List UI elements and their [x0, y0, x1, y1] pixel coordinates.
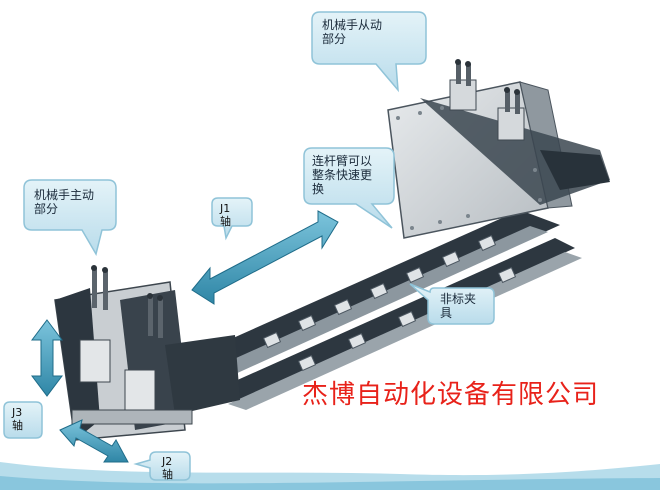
label-j2 — [133, 451, 191, 481]
callout-link-text: 连杆臂可以 整条快速更 换 — [312, 154, 373, 196]
j1-label: J1 轴 — [220, 202, 231, 228]
callout-slave — [311, 11, 427, 93]
callout-fixture — [409, 283, 495, 325]
callout-master — [23, 179, 117, 256]
j2-arrow — [59, 419, 129, 463]
callout-slave-text: 机械手从动 部分 — [322, 18, 383, 46]
master-arm-assembly — [54, 265, 240, 441]
label-j1 — [211, 197, 253, 241]
slave-arm-assembly — [387, 59, 610, 239]
callout-fixture-text: 非标夹 具 — [440, 292, 477, 320]
callout-master-text: 机械手主动 部分 — [34, 188, 95, 216]
callout-link — [303, 147, 395, 229]
label-j3 — [3, 401, 43, 439]
j1-arrow — [191, 210, 339, 305]
j2-label: J2 轴 — [162, 455, 173, 481]
j3-arrow — [31, 319, 63, 397]
company-name: 杰博自动化设备有限公司 — [302, 380, 600, 410]
j3-label: J3 轴 — [12, 406, 23, 432]
